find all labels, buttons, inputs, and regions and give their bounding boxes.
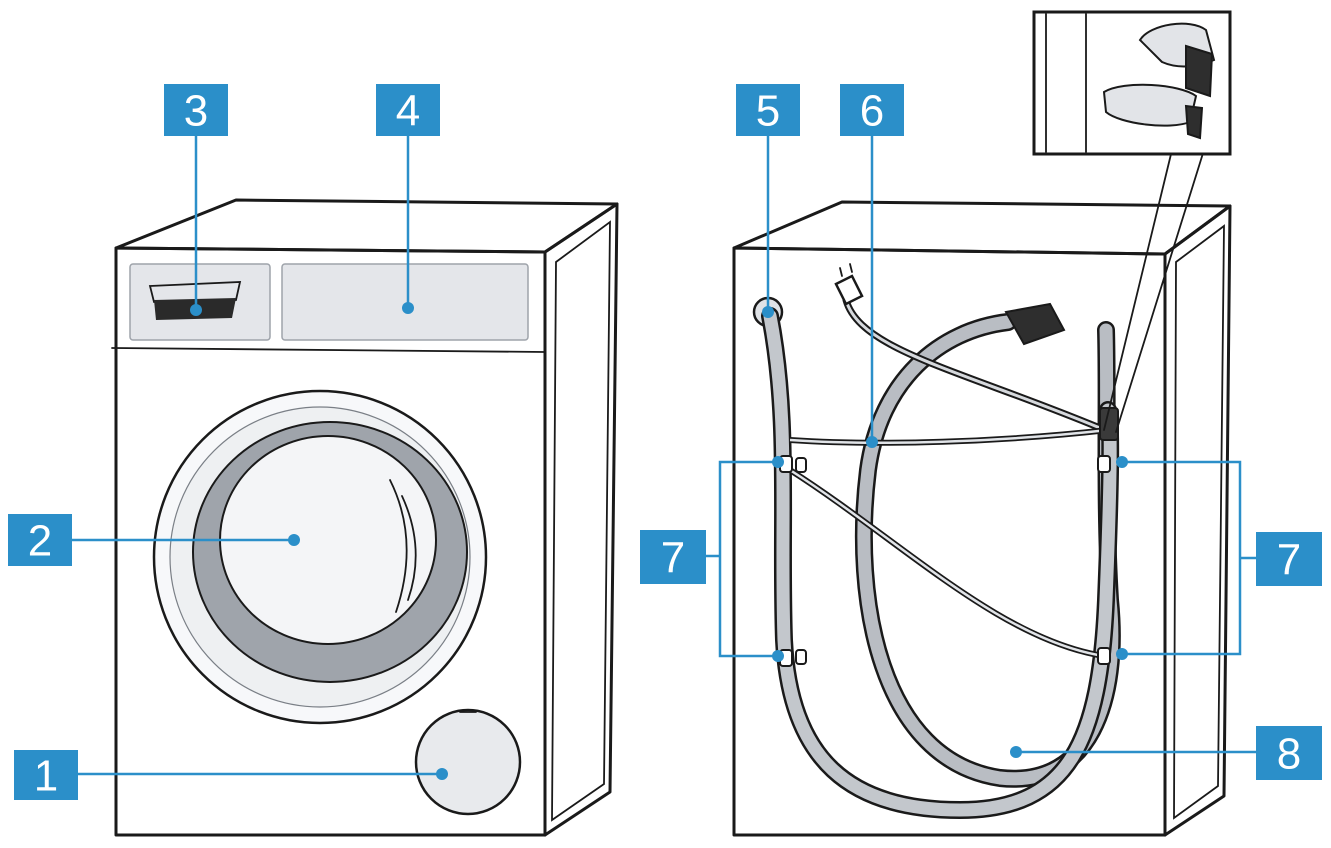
badge-7-right-label: 7 bbox=[1277, 536, 1301, 585]
front-face bbox=[114, 246, 547, 837]
badge-3: 3 bbox=[164, 84, 228, 136]
display-panel bbox=[281, 263, 529, 341]
drain-hose bbox=[761, 307, 1120, 820]
service-flap bbox=[414, 708, 522, 816]
badge-6-label: 6 bbox=[860, 87, 884, 136]
leader-lines bbox=[70, 134, 1256, 780]
badge-1: 1 bbox=[14, 750, 78, 801]
badge-8-label: 8 bbox=[1277, 730, 1301, 779]
washing-machine-front-icon bbox=[111, 198, 619, 837]
badge-2: 2 bbox=[8, 514, 72, 566]
clamp-top-left-2 bbox=[795, 457, 807, 473]
badge-4-label: 4 bbox=[396, 87, 420, 136]
badge-7-left-label: 7 bbox=[661, 534, 685, 583]
badge-1-label: 1 bbox=[34, 752, 58, 801]
badge-8: 8 bbox=[1256, 726, 1322, 780]
front-top bbox=[114, 198, 619, 254]
badge-6: 6 bbox=[840, 84, 904, 136]
clamp-bottom-right bbox=[1097, 647, 1111, 665]
badge-4: 4 bbox=[376, 84, 440, 136]
plug bbox=[834, 274, 864, 306]
rear-face bbox=[732, 246, 1167, 837]
badge-5: 5 bbox=[736, 84, 800, 136]
badge-3-label: 3 bbox=[184, 87, 208, 136]
inlet-connector bbox=[1004, 302, 1066, 346]
badge-2-label: 2 bbox=[28, 517, 52, 566]
strap-diagonal bbox=[788, 467, 1105, 659]
badge-5-label: 5 bbox=[756, 87, 780, 136]
washing-machine-rear-icon bbox=[732, 200, 1232, 837]
rear-top bbox=[732, 200, 1232, 256]
hose-holder-detail-icon bbox=[1032, 10, 1232, 433]
drawer-handle bbox=[148, 281, 242, 303]
clamp-bottom-left-2 bbox=[795, 649, 807, 665]
badge-7-right: 7 bbox=[1256, 532, 1322, 586]
badge-7-left: 7 bbox=[640, 530, 706, 584]
clamp-top-right bbox=[1097, 455, 1111, 473]
